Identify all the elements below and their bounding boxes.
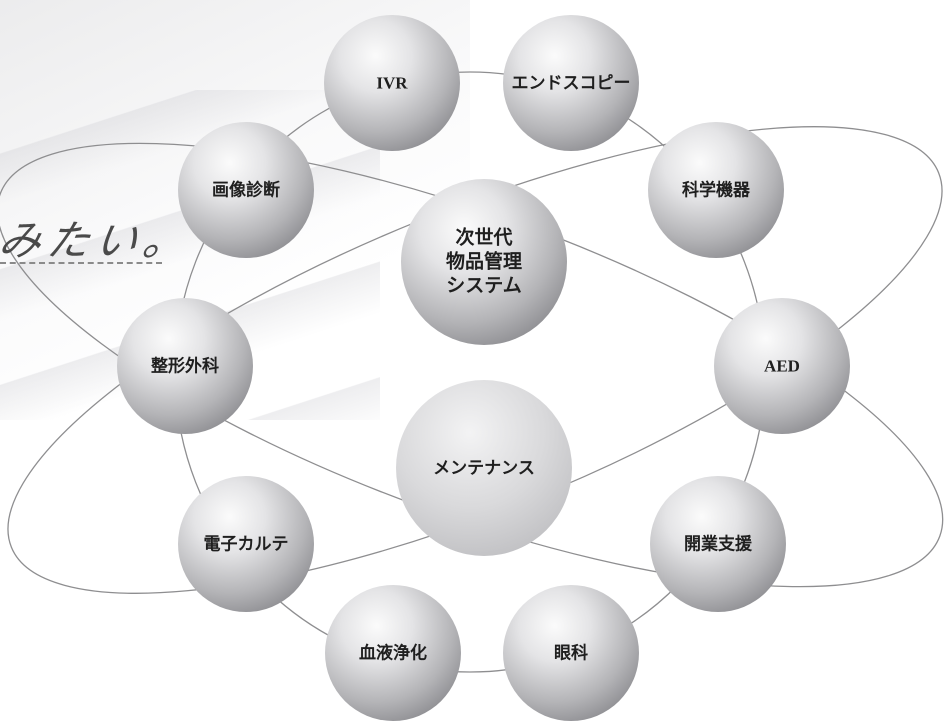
sphere-nodes <box>117 15 850 721</box>
label-imaging: 画像診断 <box>212 180 280 200</box>
label-ekarte: 電子カルテ <box>204 535 289 554</box>
label-center-line-2: 物品管理 <box>446 250 522 273</box>
label-aed: AED <box>764 357 800 376</box>
label-eye: 眼科 <box>554 643 588 663</box>
sphere-ivr <box>324 15 460 151</box>
sphere-aed <box>714 298 850 434</box>
label-ortho: 整形外科 <box>151 356 219 376</box>
label-center-line-1: 次世代 <box>455 226 512 249</box>
label-center-line-3: システム <box>446 276 521 297</box>
sphere-blood <box>325 585 461 721</box>
label-blood: 血液浄化 <box>359 643 427 663</box>
sphere-eye <box>503 585 639 721</box>
label-science: 科学機器 <box>682 180 751 200</box>
label-clinic: 開業支援 <box>684 534 753 554</box>
sphere-science <box>648 122 784 258</box>
tagline-text: みたい。 <box>0 216 196 265</box>
label-maintenance: メンテナンス <box>433 459 535 478</box>
sphere-endoscopy <box>503 15 639 151</box>
sphere-center-system <box>401 179 567 345</box>
sphere-imaging <box>178 122 314 258</box>
label-endoscopy: エンドスコピー <box>512 74 631 93</box>
sphere-maintenance <box>396 380 572 556</box>
tagline-dashed-rule <box>0 262 162 264</box>
sphere-clinic <box>650 476 786 612</box>
label-ivr: IVR <box>376 74 408 93</box>
sphere-ekarte <box>178 476 314 612</box>
sphere-ortho <box>117 298 253 434</box>
